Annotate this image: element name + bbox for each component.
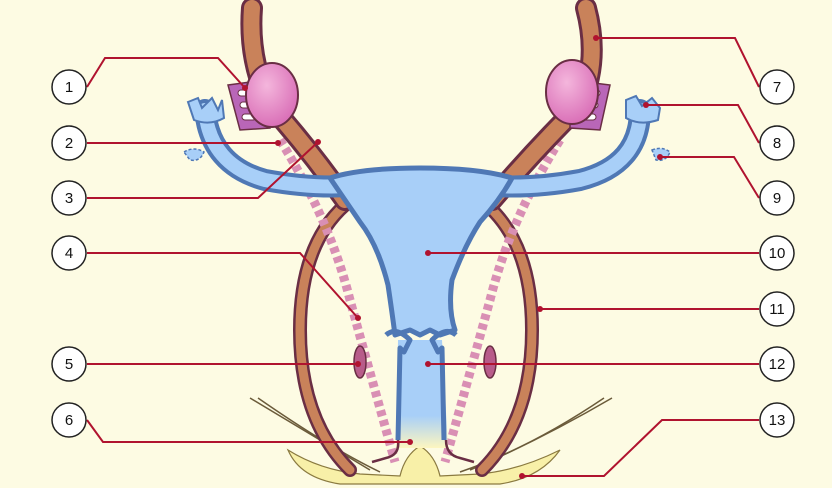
marker-dot-5: [355, 361, 361, 367]
callout-number-9: 9: [773, 190, 781, 207]
marker-dot-2: [275, 140, 281, 146]
marker-dot-7: [593, 35, 599, 41]
marker-dot-13: [519, 473, 525, 479]
marker-dot-11: [537, 306, 543, 312]
marker-dot-8: [643, 102, 649, 108]
callout-1: 1: [52, 70, 86, 104]
callout-number-13: 13: [769, 412, 786, 429]
marker-dot-10: [425, 250, 431, 256]
callout-number-6: 6: [65, 412, 73, 429]
callout-9: 9: [760, 181, 794, 215]
callout-8: 8: [760, 126, 794, 160]
callout-number-8: 8: [773, 135, 781, 152]
callout-11: 11: [760, 292, 794, 326]
marker-dot-6: [407, 439, 413, 445]
callout-13: 13: [760, 403, 794, 437]
right-ovary: [546, 60, 598, 124]
callout-3: 3: [52, 181, 86, 215]
marker-dot-9: [657, 154, 663, 160]
callout-6: 6: [52, 403, 86, 437]
marker-dot-12: [425, 361, 431, 367]
callout-number-7: 7: [773, 79, 781, 96]
marker-dot-3: [315, 139, 321, 145]
callout-number-3: 3: [65, 190, 73, 207]
callout-number-1: 1: [65, 79, 73, 96]
callout-number-4: 4: [65, 245, 73, 262]
marker-dot-1: [242, 85, 248, 91]
callout-7: 7: [760, 70, 794, 104]
right-oval: [484, 346, 496, 378]
callout-number-11: 11: [769, 301, 785, 318]
callout-number-10: 10: [769, 245, 786, 262]
callout-4: 4: [52, 236, 86, 270]
callout-10: 10: [760, 236, 794, 270]
callout-2: 2: [52, 126, 86, 160]
callout-5: 5: [52, 347, 86, 381]
callout-number-12: 12: [769, 356, 786, 373]
callout-number-5: 5: [65, 356, 73, 373]
marker-dot-4: [355, 315, 361, 321]
callout-number-2: 2: [65, 135, 73, 152]
callout-12: 12: [760, 347, 794, 381]
left-ovary: [246, 63, 298, 127]
